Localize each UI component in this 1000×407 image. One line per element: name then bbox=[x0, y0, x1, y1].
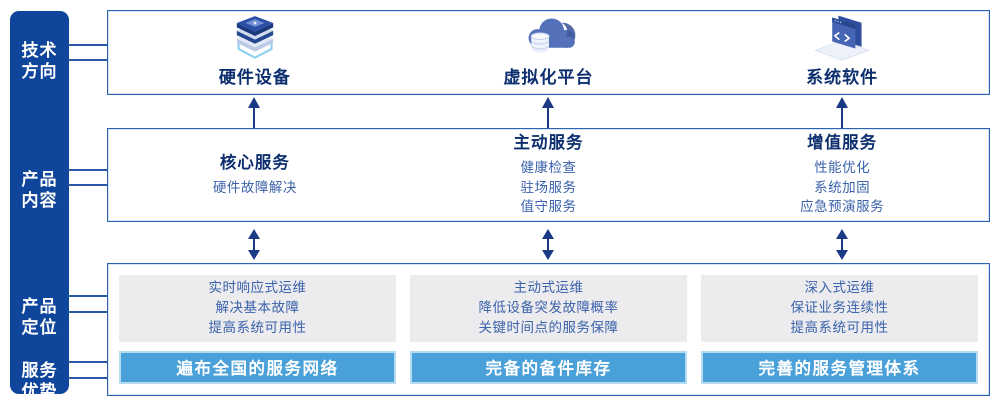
category-rail: 技术 方向 产品 内容 产品 定位 服务 优势 bbox=[10, 11, 69, 401]
svc-title-proactive: 主动服务 bbox=[513, 134, 584, 153]
rail-label-line: 产品 bbox=[21, 170, 58, 189]
pos-col-realtime: 实时响应式运维 解决基本故障 提高系统可用性 遍布全国的服务网络 bbox=[119, 275, 396, 384]
rail-label-product-content: 产品 内容 bbox=[10, 169, 69, 211]
svc-item: 系统加固 bbox=[814, 179, 871, 195]
pos-col-proactive: 主动式运维 降低设备突发故障概率 关键时间点的服务保障 完备的备件库存 bbox=[410, 275, 687, 384]
svc-col-proactive: 主动服务 健康检查 驻场服务 值守服务 bbox=[402, 129, 696, 221]
product-content-panel: 核心服务 硬件故障解决 主动服务 健康检查 驻场服务 值守服务 增值服务 性能优… bbox=[107, 128, 990, 222]
svc-title-value-added: 增值服务 bbox=[807, 134, 878, 153]
up-arrow bbox=[540, 97, 556, 128]
code-window-icon bbox=[810, 11, 874, 62]
svc-item: 健康检查 bbox=[520, 160, 577, 176]
leader-line bbox=[68, 361, 108, 363]
position-line: 深入式运维 bbox=[804, 280, 875, 296]
tech-col-software: 系统软件 bbox=[695, 11, 989, 94]
svc-item: 性能优化 bbox=[814, 160, 871, 176]
rail-label-line: 技术 bbox=[21, 41, 58, 60]
double-arrow bbox=[246, 229, 262, 260]
svc-title-core: 核心服务 bbox=[219, 153, 290, 172]
cloud-database-icon bbox=[516, 11, 582, 62]
leader-line bbox=[68, 311, 108, 313]
rail-label-line: 服务 bbox=[21, 361, 58, 380]
leader-line bbox=[68, 184, 108, 186]
tech-label-hardware: 硬件设备 bbox=[218, 68, 291, 87]
leader-line bbox=[68, 169, 108, 171]
product-position-panel: 实时响应式运维 解决基本故障 提高系统可用性 遍布全国的服务网络 主动式运维 降… bbox=[107, 263, 990, 396]
svc-col-core: 核心服务 硬件故障解决 bbox=[108, 129, 402, 221]
double-arrow bbox=[540, 229, 556, 260]
leader-line bbox=[68, 377, 108, 379]
advantage-banner-management: 完善的服务管理体系 bbox=[701, 350, 978, 384]
tech-col-virtualization: 虚拟化平台 bbox=[402, 11, 696, 94]
tech-label-software: 系统软件 bbox=[806, 68, 879, 87]
position-card: 深入式运维 保证业务连续性 提高系统可用性 bbox=[701, 275, 978, 342]
advantage-banner-network: 遍布全国的服务网络 bbox=[119, 350, 396, 384]
rail-label-product-position: 产品 定位 bbox=[10, 296, 69, 338]
leader-line bbox=[68, 295, 108, 297]
advantage-banner-spares: 完备的备件库存 bbox=[410, 350, 687, 384]
svc-item: 值守服务 bbox=[520, 199, 577, 215]
svc-col-value-added: 增值服务 性能优化 系统加固 应急预演服务 bbox=[695, 129, 989, 221]
position-line: 提高系统可用性 bbox=[790, 320, 889, 336]
position-line: 主动式运维 bbox=[513, 280, 584, 296]
position-card: 主动式运维 降低设备突发故障概率 关键时间点的服务保障 bbox=[410, 275, 687, 342]
position-line: 降低设备突发故障概率 bbox=[478, 300, 619, 316]
rail-label-line: 产品 bbox=[21, 297, 58, 316]
rail-label-service-advantage: 服务 优势 bbox=[10, 360, 69, 402]
svc-item: 应急预演服务 bbox=[800, 199, 885, 215]
position-card: 实时响应式运维 解决基本故障 提高系统可用性 bbox=[119, 275, 396, 342]
rail-label-line: 定位 bbox=[21, 318, 58, 337]
rail-label-tech-direction: 技术 方向 bbox=[10, 40, 69, 82]
tech-label-virtualization: 虚拟化平台 bbox=[503, 68, 594, 87]
tech-direction-panel: 硬件设备 虚拟化平台 bbox=[107, 10, 990, 95]
position-line: 提高系统可用性 bbox=[208, 320, 307, 336]
leader-line bbox=[68, 59, 108, 61]
position-line: 实时响应式运维 bbox=[208, 280, 307, 296]
server-stack-icon bbox=[225, 10, 285, 62]
up-arrow bbox=[834, 97, 850, 128]
double-arrow bbox=[834, 229, 850, 260]
svc-item: 硬件故障解决 bbox=[212, 179, 297, 195]
position-line: 解决基本故障 bbox=[215, 300, 300, 316]
position-line: 保证业务连续性 bbox=[790, 300, 889, 316]
rail-label-line: 优势 bbox=[21, 382, 58, 401]
leader-line bbox=[68, 44, 108, 46]
rail-label-line: 内容 bbox=[21, 191, 58, 210]
svc-item: 驻场服务 bbox=[520, 179, 577, 195]
up-arrow bbox=[246, 97, 262, 128]
position-line: 关键时间点的服务保障 bbox=[478, 320, 619, 336]
rail-label-line: 方向 bbox=[21, 62, 58, 81]
tech-col-hardware: 硬件设备 bbox=[108, 11, 402, 94]
pos-col-indepth: 深入式运维 保证业务连续性 提高系统可用性 完善的服务管理体系 bbox=[701, 275, 978, 384]
